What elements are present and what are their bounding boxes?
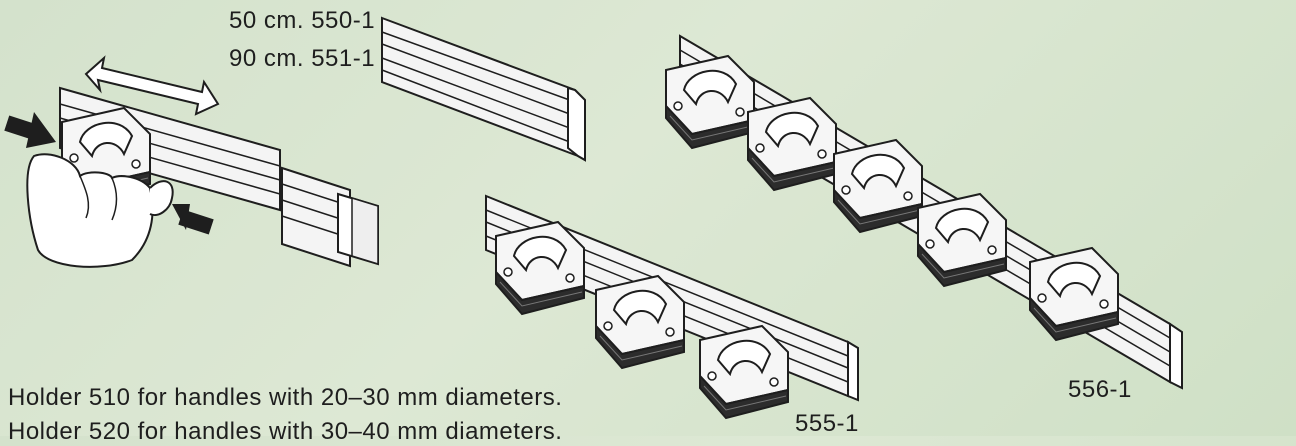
rail-550-551 <box>381 16 586 162</box>
rail-50-label: 50 cm. 550-1 <box>229 7 376 34</box>
rail-end-cap <box>281 166 379 268</box>
set-556-label: 556-1 <box>1068 376 1132 403</box>
rail-90-label: 90 cm. 551-1 <box>229 45 376 72</box>
holder-520-text: Holder 520 for handles with 30–40 mm dia… <box>8 418 563 445</box>
holder-510-text: Holder 510 for handles with 20–30 mm dia… <box>8 384 563 411</box>
hand-icon <box>26 153 174 268</box>
set-555-1 <box>485 194 859 419</box>
set-555-label: 555-1 <box>795 410 859 437</box>
push-arrow-right-icon <box>172 204 214 235</box>
slide-arrow-icon <box>84 55 220 116</box>
push-arrow-left-icon <box>4 112 56 148</box>
product-illustration <box>4 16 1183 419</box>
set-556-1 <box>665 34 1183 390</box>
